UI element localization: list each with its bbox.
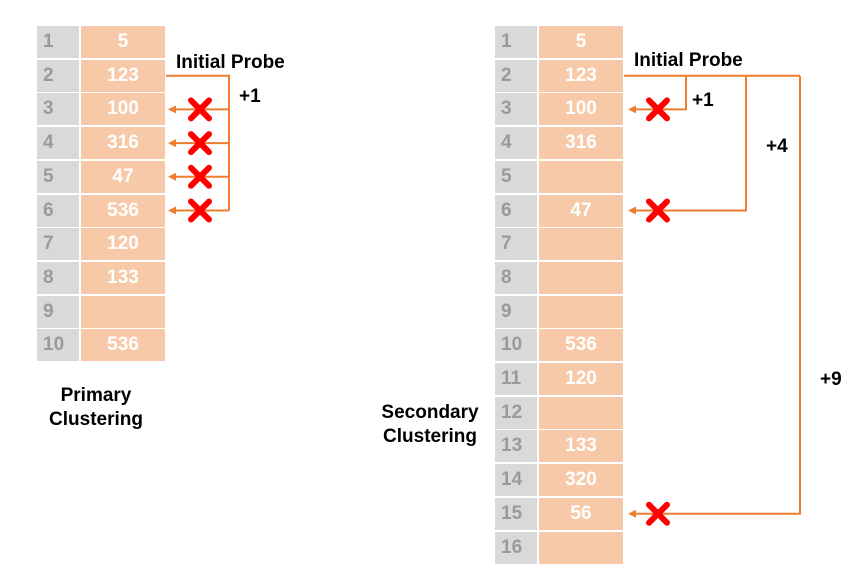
collision-x-icon [188, 131, 212, 156]
slot-index: 3 [495, 93, 537, 126]
slot-index: 1 [495, 26, 537, 58]
slot-index: 4 [37, 127, 79, 160]
slot-index: 10 [495, 329, 537, 362]
slot-value: 100 [81, 93, 165, 126]
secondary-caption-line1: Secondary [381, 402, 479, 423]
slot-index: 16 [495, 531, 537, 564]
secondary-initial-probe-label: Initial Probe [634, 50, 743, 71]
slot-value: 123 [539, 59, 623, 92]
slot-index: 2 [495, 59, 537, 92]
slot-value: 5 [539, 26, 623, 58]
slot-index: 7 [37, 228, 79, 261]
slot-value: 316 [81, 127, 165, 160]
slot-value: 47 [81, 160, 165, 193]
collision-x-icon [188, 97, 212, 122]
slot-value [539, 396, 623, 429]
slot-index: 7 [495, 228, 537, 261]
slot-value: 536 [539, 329, 623, 362]
primary-caption-line2: Clustering [49, 409, 143, 430]
primary-initial-probe-label: Initial Probe [176, 52, 285, 73]
secondary-step-label-1: +1 [692, 90, 714, 111]
slot-index: 8 [495, 261, 537, 294]
slot-value: 120 [539, 363, 623, 395]
slot-value: 100 [539, 93, 623, 126]
slot-index: 8 [37, 261, 79, 294]
slot-value [539, 261, 623, 294]
collision-x-icon [188, 198, 212, 223]
slot-index: 6 [37, 194, 79, 227]
collision-x-icon [188, 164, 212, 189]
secondary-probe-arrows [624, 74, 801, 518]
slot-value [539, 160, 623, 193]
slot-index: 2 [37, 59, 79, 92]
slot-index: 6 [495, 194, 537, 227]
slot-value: 56 [539, 497, 623, 530]
slot-value: 536 [81, 329, 165, 362]
slot-index: 5 [37, 160, 79, 193]
slot-index: 3 [37, 93, 79, 126]
slot-value [539, 228, 623, 261]
collision-marks [188, 97, 670, 526]
slot-index: 11 [495, 363, 537, 395]
secondary-caption: Secondary Clustering [372, 401, 488, 449]
slot-value: 133 [539, 430, 623, 463]
secondary-step-label-9: +9 [820, 369, 842, 390]
slot-value [539, 531, 623, 564]
slot-index: 14 [495, 464, 537, 497]
slot-value [81, 295, 165, 328]
slot-value: 5 [81, 26, 165, 58]
primary-step-label: +1 [239, 86, 261, 107]
secondary-caption-line2: Clustering [383, 426, 477, 447]
slot-index: 10 [37, 329, 79, 362]
primary-caption-line1: Primary [60, 385, 132, 406]
slot-index: 15 [495, 497, 537, 530]
slot-value: 47 [539, 194, 623, 227]
collision-x-icon [646, 97, 670, 122]
slot-value: 133 [81, 261, 165, 294]
primary-caption: Primary Clustering [40, 384, 152, 432]
slot-value [539, 295, 623, 328]
slot-value: 536 [81, 194, 165, 227]
slot-index: 1 [37, 26, 79, 58]
slot-value: 120 [81, 228, 165, 261]
slot-index: 12 [495, 396, 537, 429]
collision-x-icon [646, 501, 670, 526]
slot-index: 5 [495, 160, 537, 193]
collision-x-icon [646, 198, 670, 223]
slot-value: 316 [539, 127, 623, 160]
secondary-step-label-4: +4 [766, 136, 788, 157]
slot-value: 123 [81, 59, 165, 92]
slot-index: 13 [495, 430, 537, 463]
slot-index: 9 [37, 295, 79, 328]
slot-value: 320 [539, 464, 623, 497]
slot-index: 4 [495, 127, 537, 160]
slot-index: 9 [495, 295, 537, 328]
